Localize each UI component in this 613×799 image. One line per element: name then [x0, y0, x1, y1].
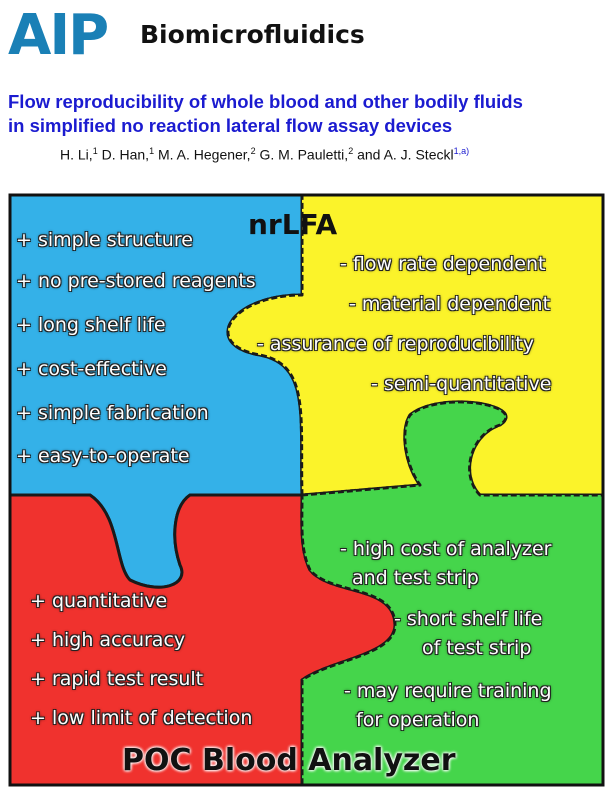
author-list: H. Li,1 D. Han,1 M. A. Hegener,2 G. M. P… [60, 146, 469, 163]
poc-label: POC Blood Analyzer [122, 743, 456, 778]
author-affiliation: 1,a) [453, 146, 470, 156]
author-affiliation: 2 [348, 146, 354, 156]
journal-name: Biomicrofluidics [140, 20, 365, 49]
poc-pro-item: + high accuracy [30, 629, 186, 651]
poc-con-item: - may require training [344, 680, 552, 702]
poc-pro-item: + low limit of detection [30, 707, 253, 729]
nrlfa-con-item: - flow rate dependent [340, 253, 546, 275]
author-name: and A. J. Steckl [357, 146, 454, 163]
author-affiliation: 1 [92, 146, 98, 156]
puzzle-piece-yellow [226, 193, 605, 497]
poc-con-item: for operation [356, 709, 480, 731]
author-name: D. Han, [101, 146, 150, 163]
nrlfa-pro-item: + long shelf life [16, 314, 166, 336]
nrlfa-con-item: - semi-quantitative [371, 373, 552, 395]
author-name: H. Li, [60, 146, 93, 163]
author-affiliation: 1 [149, 146, 155, 156]
paper-title-line-1: Flow reproducibility of whole blood and … [8, 91, 523, 112]
aip-logo: AIP [8, 3, 109, 68]
author-name: M. A. Hegener, [157, 146, 251, 163]
poc-pro-item: + rapid test result [30, 668, 204, 690]
author-name: G. M. Pauletti, [259, 146, 349, 163]
nrlfa-pro-item: + simple structure [16, 229, 193, 251]
poc-pro-item: + quantitative [30, 590, 168, 612]
poc-con-item: - high cost of analyzer [340, 538, 552, 560]
nrlfa-con-item: - material dependent [349, 293, 551, 315]
poc-con-item: - short shelf life [394, 608, 543, 630]
paper-title-line-2: in simplified no reaction lateral flow a… [8, 115, 453, 136]
author-affiliation: 2 [250, 146, 256, 156]
journal-header: AIP Biomicrofluidics [0, 0, 613, 70]
nrlfa-con-item: - assurance of reproducibility [257, 333, 534, 355]
nrlfa-pro-item: + no pre-stored reagents [16, 270, 256, 292]
puzzle-figure [8, 193, 605, 787]
nrlfa-pro-item: + simple fabrication [16, 402, 209, 424]
nrlfa-label: nrLFA [248, 208, 338, 241]
paper-title: Flow reproducibility of whole blood and … [8, 90, 608, 138]
nrlfa-pro-item: + cost-effective [16, 358, 167, 380]
poc-con-item: of test strip [422, 637, 532, 659]
nrlfa-pro-item: + easy-to-operate [16, 445, 190, 467]
figure-border [8, 193, 605, 787]
poc-con-item: and test strip [352, 567, 479, 589]
